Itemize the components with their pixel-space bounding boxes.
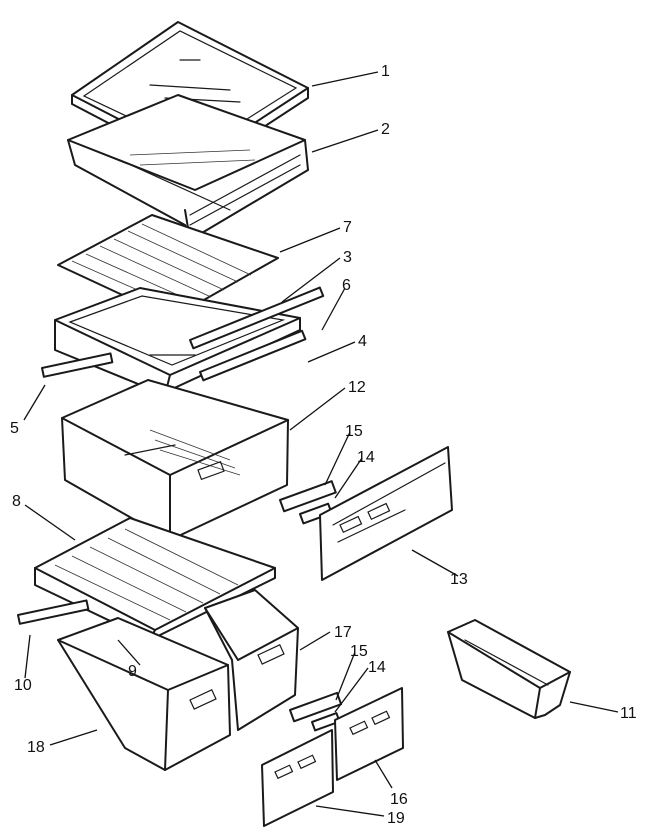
part-13-drawer-front (319, 446, 453, 581)
part-11-door-bin (447, 619, 571, 719)
callout-13: 13 (450, 571, 468, 588)
part-2-crisper-pan (67, 94, 309, 241)
callout-15-upper: 15 (345, 423, 363, 440)
part-16-drawer-front (334, 687, 404, 781)
part-7-shelf-insert (57, 214, 279, 319)
part-18-left-drawer (57, 617, 231, 771)
part-3-shelf-frame (54, 287, 301, 396)
part-15-trim-upper (279, 480, 337, 513)
callout-2: 2 (381, 121, 390, 138)
callout-3: 3 (343, 249, 352, 266)
callout-1: 1 (381, 63, 390, 80)
part-14-clip-lower (310, 712, 341, 732)
part-15-trim-lower (289, 691, 343, 723)
callout-6: 6 (342, 277, 351, 294)
part-14-clip-upper (299, 502, 333, 525)
callout-11: 11 (620, 705, 637, 722)
part-10-slide (17, 599, 90, 625)
callout-9: 9 (128, 663, 137, 680)
leader-lines (23, 71, 619, 817)
callout-10: 10 (14, 677, 32, 694)
callout-14-upper: 14 (357, 449, 375, 466)
part-19-drawer-front (261, 729, 334, 827)
callout-7: 7 (343, 219, 352, 236)
callout-15-lower: 15 (350, 643, 368, 660)
callout-14-lower: 14 (368, 659, 386, 676)
part-17-right-drawer (204, 589, 299, 731)
part-6-rail (189, 286, 325, 350)
callout-19: 19 (387, 810, 405, 827)
callout-16: 16 (390, 791, 408, 808)
part-12-crisper-drawer (61, 379, 289, 541)
part-8-lower-shelf (34, 517, 276, 641)
callout-5: 5 (10, 420, 19, 437)
callout-18: 18 (27, 739, 45, 756)
callout-4: 4 (358, 333, 367, 350)
callout-labels: 1 2 7 3 6 4 5 12 15 14 8 13 17 15 14 10 … (10, 63, 637, 827)
part-5-slide (40, 352, 114, 378)
part-4-rail (198, 329, 307, 382)
callout-8: 8 (12, 493, 21, 510)
callout-17: 17 (334, 624, 352, 641)
callout-12: 12 (348, 379, 366, 396)
